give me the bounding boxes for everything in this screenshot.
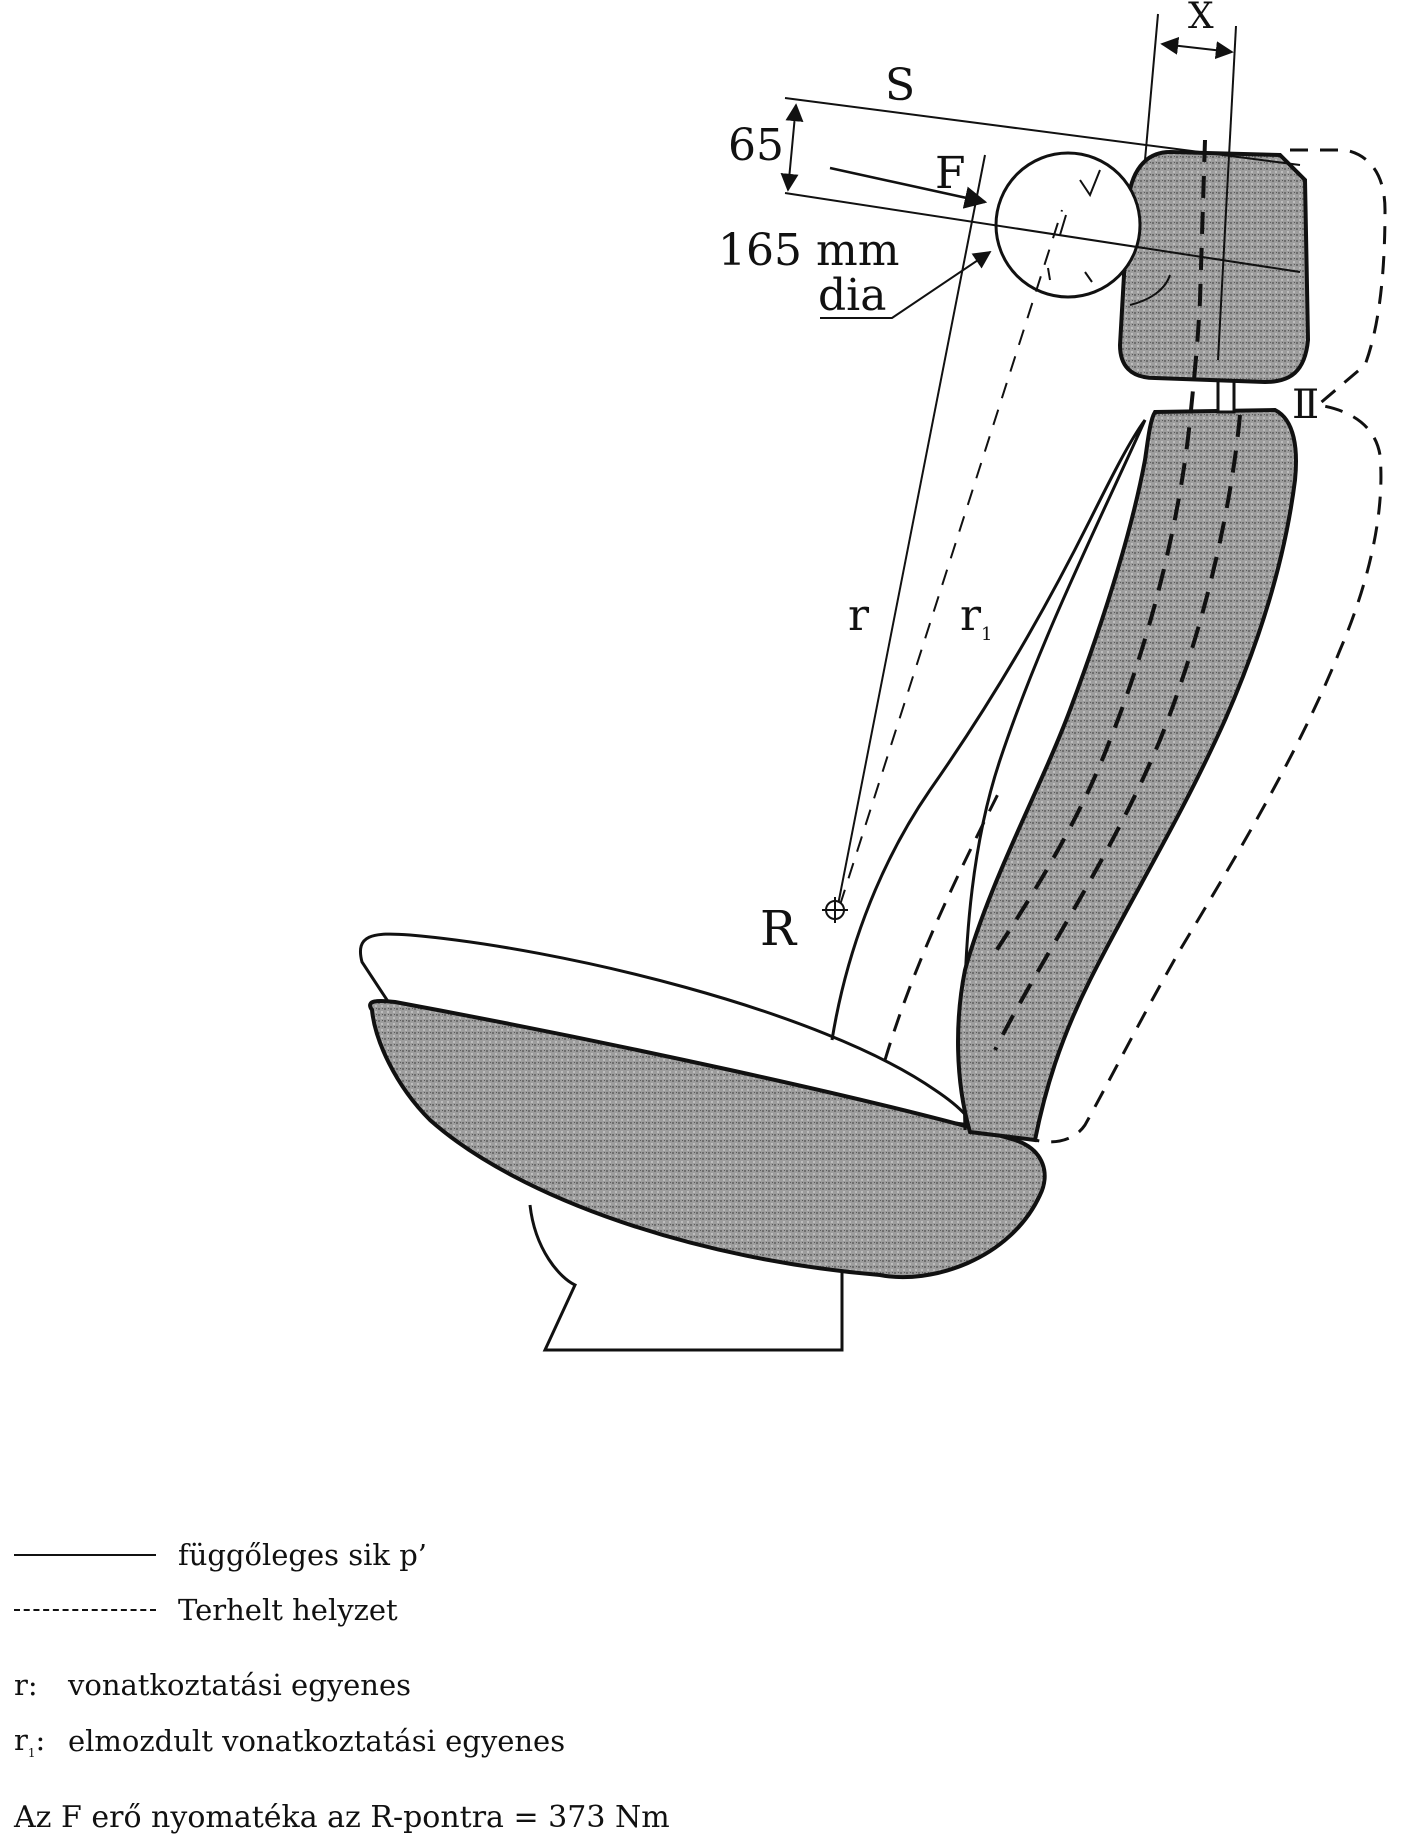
displaced-reference-line-r1 [839,209,1063,906]
label-diameter-2: dia [818,270,886,321]
loaded-backrest-inner [993,414,1242,1051]
dimension-x [1160,36,1234,60]
label-65: 65 [728,120,784,171]
label-x: X [1188,0,1214,37]
seat-cushion [368,999,1047,1280]
label-headrest-mark: Ⅱ [1292,382,1319,428]
s-line [784,97,1301,166]
s-line-lower [784,192,1301,273]
label-R: R [760,901,798,957]
loaded-front-panel [883,789,1002,1061]
label-diameter-1: 165 mm [718,225,899,276]
head-form-marks [1047,169,1171,306]
label-f: F [935,148,966,199]
label-s: S [885,60,915,111]
label-r: r [848,590,870,641]
reference-line-r [837,154,986,906]
x-extension-left [1144,13,1159,161]
head-form-sphere [994,151,1142,299]
dimension-65 [780,103,804,192]
backrest-front-panel [830,419,1147,1131]
backrest [956,407,1298,1143]
diameter-leader [820,250,992,319]
seat-cushion-top [359,932,973,1127]
force-arrow-f [829,166,988,209]
headrest-post [1216,378,1236,414]
headrest [1117,149,1311,385]
loaded-position-outline [1034,148,1387,1144]
label-r1: r1 [960,590,993,645]
moment-note: Az F erő nyomatéka az R-pontra = 373 Nm [14,1800,670,1835]
x-extension-right [1217,25,1237,361]
loaded-backrest-inner-2 [988,139,1207,962]
